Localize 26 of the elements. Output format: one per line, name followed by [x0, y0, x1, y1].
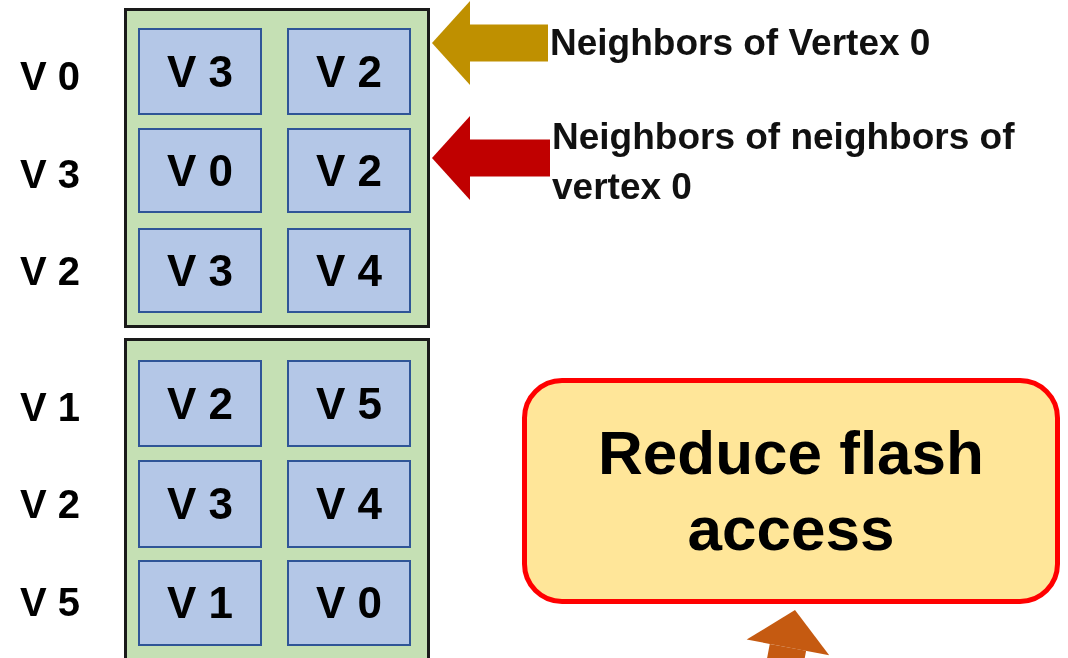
vertex-cell: V 1	[138, 560, 262, 646]
vertex-cell: V 2	[138, 360, 262, 447]
block-arrow	[432, 116, 550, 200]
adjacency-block	[124, 8, 430, 328]
vertex-cell: V 0	[138, 128, 262, 213]
vertex-cell: V 3	[138, 228, 262, 313]
adjacency-block	[124, 338, 430, 658]
callout-box: Reduce flash access	[522, 378, 1060, 604]
vertex-cell: V 5	[287, 360, 411, 447]
row-label: V 0	[20, 53, 81, 100]
vertex-cell: V 2	[287, 28, 411, 115]
vertex-cell: V 4	[287, 228, 411, 313]
block-arrow	[746, 610, 830, 658]
vertex-cell: V 3	[138, 460, 262, 548]
vertex-cell: V 4	[287, 460, 411, 548]
row-label: V 2	[20, 481, 81, 528]
annotation-text: Neighbors of neighbors of vertex 0	[552, 112, 1022, 218]
block-arrow	[432, 1, 548, 85]
row-label: V 5	[20, 579, 81, 626]
vertex-cell: V 0	[287, 560, 411, 646]
vertex-cell: V 3	[138, 28, 262, 115]
row-label: V 2	[20, 248, 81, 295]
vertex-cell: V 2	[287, 128, 411, 213]
annotation-text: Neighbors of Vertex 0	[550, 18, 1062, 68]
row-label: V 1	[20, 384, 81, 431]
row-label: V 3	[20, 151, 81, 198]
